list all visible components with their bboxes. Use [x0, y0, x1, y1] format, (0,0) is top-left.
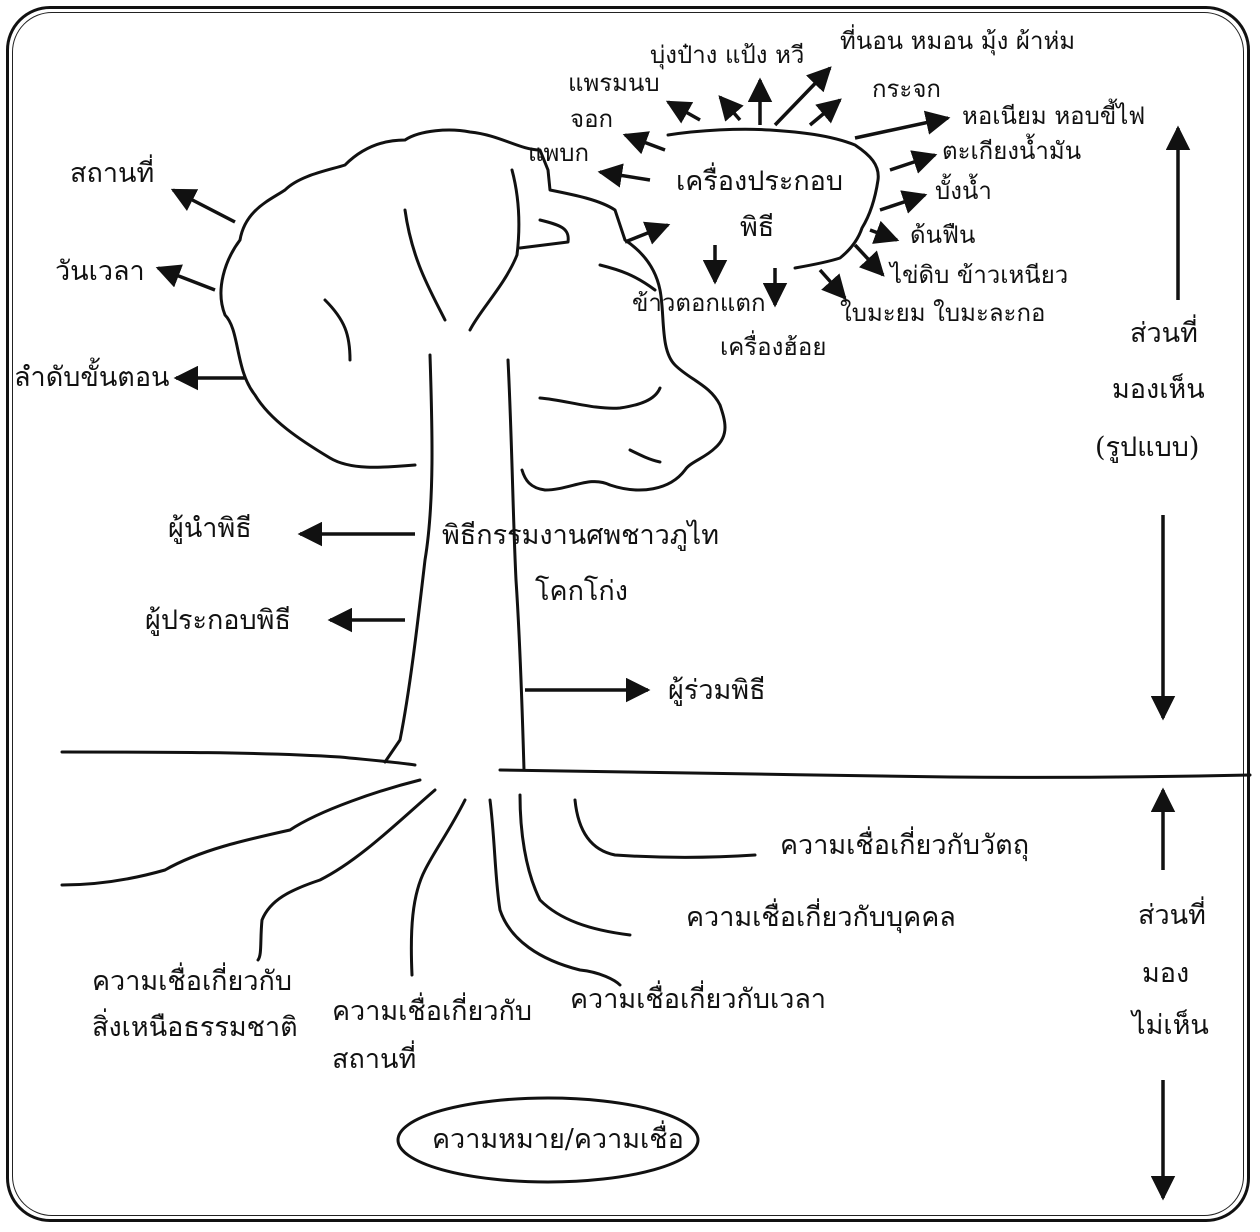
label-visible-3: (รูปแบบ) — [1095, 432, 1200, 463]
label-ceremony-items: เครื่องประกอบ — [676, 166, 844, 197]
label-bungpang: บุ่งป๋าง แป้ง หวี — [650, 41, 805, 69]
label-invisible-2: มอง — [1142, 958, 1190, 989]
label-trunk-sub: โคกโก่ง — [535, 576, 628, 607]
label-meaning: ความหมาย/ความเชื่อ — [432, 1124, 684, 1155]
label-firewood: ด้นฟืน — [910, 221, 976, 249]
root-2 — [256, 788, 437, 962]
label-oillamp: ตะเกียงน้ำมัน — [942, 137, 1082, 165]
label-leader: ผู้นำพิธี — [168, 513, 252, 544]
label-invisible-1: ส่วนที่ — [1138, 900, 1206, 931]
root-1 — [60, 778, 422, 887]
ground-line — [60, 750, 417, 767]
label-paebok: แพบก — [528, 139, 590, 167]
label-ceremony-items-2: พิธี — [740, 212, 775, 243]
label-belief-time: ความเชื่อเกี่ยวกับเวลา — [570, 984, 827, 1015]
diagram-frame — [6, 6, 1250, 1222]
label-egg-rice: ไข่ดิบ ข้าวเหนียว — [890, 261, 1069, 289]
label-leaves: ใบมะยม ใบมะละกอ — [840, 299, 1046, 327]
label-bedding: ที่นอน หมอน มุ้ง ผ้าห่ม — [840, 27, 1076, 55]
root-4 — [488, 798, 622, 987]
label-datetime: วันเวลา — [55, 256, 145, 287]
root-3 — [409, 798, 467, 977]
label-popcorn: ข้าวตอกแตก — [632, 289, 766, 317]
label-mirror: กระจก — [872, 75, 941, 103]
label-bamboo: บั้งน้ำ — [935, 177, 992, 205]
root-6 — [573, 798, 757, 859]
label-belief-super-2: สิ่งเหนือธรรมชาติ — [92, 1012, 298, 1043]
label-place: สถานที่ — [70, 158, 155, 189]
label-belief-object: ความเชื่อเกี่ยวกับวัตถุ — [780, 830, 1030, 861]
label-belief-place-2: สถานที่ — [332, 1044, 417, 1075]
diagram-frame-inner — [12, 12, 1244, 1216]
label-performer: ผู้ประกอบพิธี — [145, 605, 291, 636]
meaning-ellipse — [396, 1096, 700, 1184]
label-necklace: เครื่องฮ้อย — [720, 333, 827, 361]
tree-canopy — [219, 128, 727, 492]
root-5 — [518, 793, 632, 937]
ceremony-bubble — [666, 127, 880, 270]
label-belief-super-1: ความเชื่อเกี่ยวกับ — [92, 966, 292, 997]
label-perfume: หอเนียม หอบขี้ไฟ — [962, 102, 1146, 130]
label-invisible-3: ไม่เห็น — [1132, 1010, 1209, 1041]
label-participants: ผู้ร่วมพิธี — [668, 675, 766, 706]
label-steps: ลำดับขั้นตอน — [14, 362, 170, 393]
tree-trunk-right — [506, 358, 526, 772]
label-belief-place-1: ความเชื่อเกี่ยวกับ — [332, 996, 532, 1027]
label-visible-1: ส่วนที่ — [1130, 318, 1198, 349]
tree-trunk-left — [383, 353, 434, 764]
label-phraemon: แพรมนบ — [568, 69, 660, 97]
label-visible-2: มองเห็น — [1112, 374, 1205, 405]
label-belief-person: ความเชื่อเกี่ยวกับบุคคล — [686, 902, 956, 933]
label-jok: จอก — [570, 105, 614, 133]
label-trunk-title: พิธีกรรมงานศพชาวภูไท — [442, 520, 719, 551]
